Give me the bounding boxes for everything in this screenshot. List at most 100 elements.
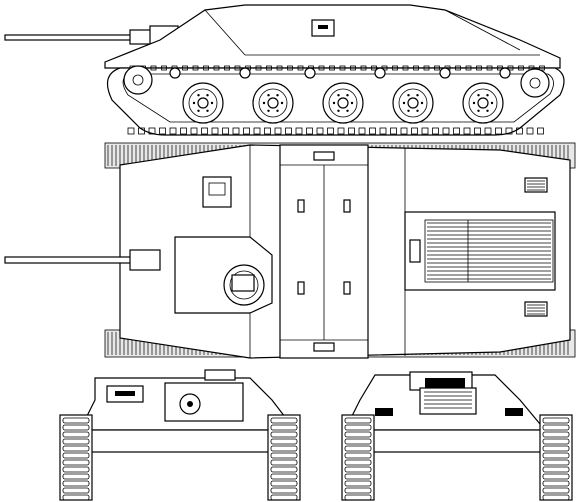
- track-link-bottom: [537, 127, 544, 135]
- return-roller: [239, 67, 251, 79]
- track-link-top: [161, 65, 167, 71]
- top-gun-mantlet: [129, 249, 161, 271]
- rear-hull-lower: [344, 429, 546, 453]
- front-gun-bore: [187, 401, 193, 407]
- track-link-top: [465, 65, 472, 71]
- track-link-bottom: [295, 127, 303, 135]
- return-roller: [499, 67, 511, 79]
- side-drive-sprocket: [123, 65, 153, 95]
- track-link: [344, 431, 372, 438]
- track-link: [344, 466, 372, 473]
- track-link: [542, 459, 570, 466]
- top-hatch-handle-upper: [313, 151, 335, 161]
- track-link-top: [255, 65, 262, 71]
- track-link: [62, 459, 90, 466]
- side-rear-seam: [444, 9, 521, 51]
- road-wheel-bolt: [477, 94, 480, 97]
- track-link-top: [276, 65, 283, 71]
- front-hull-lower: [79, 429, 296, 453]
- road-wheel-bolt: [416, 109, 419, 112]
- road-wheel-bolt: [267, 109, 270, 112]
- track-link-bottom: [453, 127, 460, 135]
- road-wheel-hub: [267, 97, 279, 109]
- track-link-top: [486, 65, 493, 71]
- track-link: [270, 480, 298, 487]
- track-link: [270, 424, 298, 431]
- top-exhaust-lower: [524, 301, 548, 317]
- road-wheel-bolt: [262, 101, 266, 105]
- side-return-rollers: [169, 67, 511, 79]
- track-link: [270, 431, 298, 438]
- track-link: [270, 445, 298, 452]
- track-link-bottom: [400, 127, 408, 135]
- top-engine-grille-frame: [424, 219, 554, 283]
- side-idler-wheel: [520, 68, 550, 98]
- front-driver-visor-slit: [115, 391, 135, 396]
- track-link: [62, 487, 90, 494]
- top-vent-3: [297, 281, 305, 295]
- track-link-top: [318, 65, 325, 71]
- track-link: [344, 494, 372, 501]
- track-link-bottom: [159, 127, 166, 135]
- rear-track-links: [344, 417, 570, 501]
- track-link: [344, 487, 372, 494]
- road-wheel-bolt: [416, 94, 419, 97]
- road-wheel-bolt: [337, 94, 340, 97]
- road-wheel-bolt: [276, 109, 279, 112]
- track-link-top: [455, 65, 461, 71]
- track-link: [542, 487, 570, 494]
- road-wheel-bolt: [477, 109, 480, 112]
- track-link: [62, 424, 90, 431]
- road-wheel-rim: [328, 88, 358, 118]
- track-link-bottom: [432, 127, 439, 135]
- track-link-bottom: [222, 127, 229, 135]
- track-link-top: [287, 65, 293, 71]
- return-roller: [439, 67, 451, 79]
- front-view: [59, 369, 301, 501]
- track-link: [270, 459, 298, 466]
- return-roller: [169, 67, 181, 79]
- track-link-bottom: [526, 127, 534, 135]
- track-link-top: [224, 65, 230, 71]
- return-roller: [304, 67, 316, 79]
- track-link-bottom: [274, 127, 282, 135]
- track-link: [62, 466, 90, 473]
- track-link-bottom: [180, 127, 187, 135]
- track-link: [62, 452, 90, 459]
- road-wheel-hub: [337, 97, 349, 109]
- road-wheel-bolt: [407, 94, 410, 97]
- track-link: [344, 424, 372, 431]
- road-wheel-rim: [398, 88, 428, 118]
- top-gun-barrel: [4, 256, 136, 264]
- road-wheel-rim: [468, 88, 498, 118]
- track-link-top: [360, 65, 367, 71]
- track-link-bottom: [379, 127, 387, 135]
- road-wheel-bolt: [350, 101, 354, 105]
- track-link-top: [213, 65, 220, 71]
- track-link: [62, 431, 90, 438]
- road-wheel-bolt: [337, 109, 340, 112]
- road-wheel-bolt: [490, 101, 494, 105]
- road-wheel-bolt: [206, 109, 209, 112]
- track-link: [344, 480, 372, 487]
- track-link: [542, 438, 570, 445]
- track-link: [270, 438, 298, 445]
- track-link-top: [423, 65, 430, 71]
- track-link-bottom: [127, 127, 135, 135]
- track-link-bottom: [369, 127, 376, 135]
- track-link-top: [413, 65, 419, 71]
- track-link-top: [329, 65, 335, 71]
- track-link-top: [476, 65, 482, 71]
- side-view: [4, 4, 565, 136]
- side-track-inner: [122, 73, 554, 123]
- track-link: [270, 452, 298, 459]
- track-link-bottom: [148, 127, 156, 135]
- road-wheel-bolt: [197, 94, 200, 97]
- track-link-bottom: [138, 127, 145, 135]
- track-link-bottom: [421, 127, 429, 135]
- road-wheel-bolt: [402, 101, 406, 105]
- road-wheel-bolt: [276, 94, 279, 97]
- rear-view: [341, 371, 573, 501]
- track-link: [62, 480, 90, 487]
